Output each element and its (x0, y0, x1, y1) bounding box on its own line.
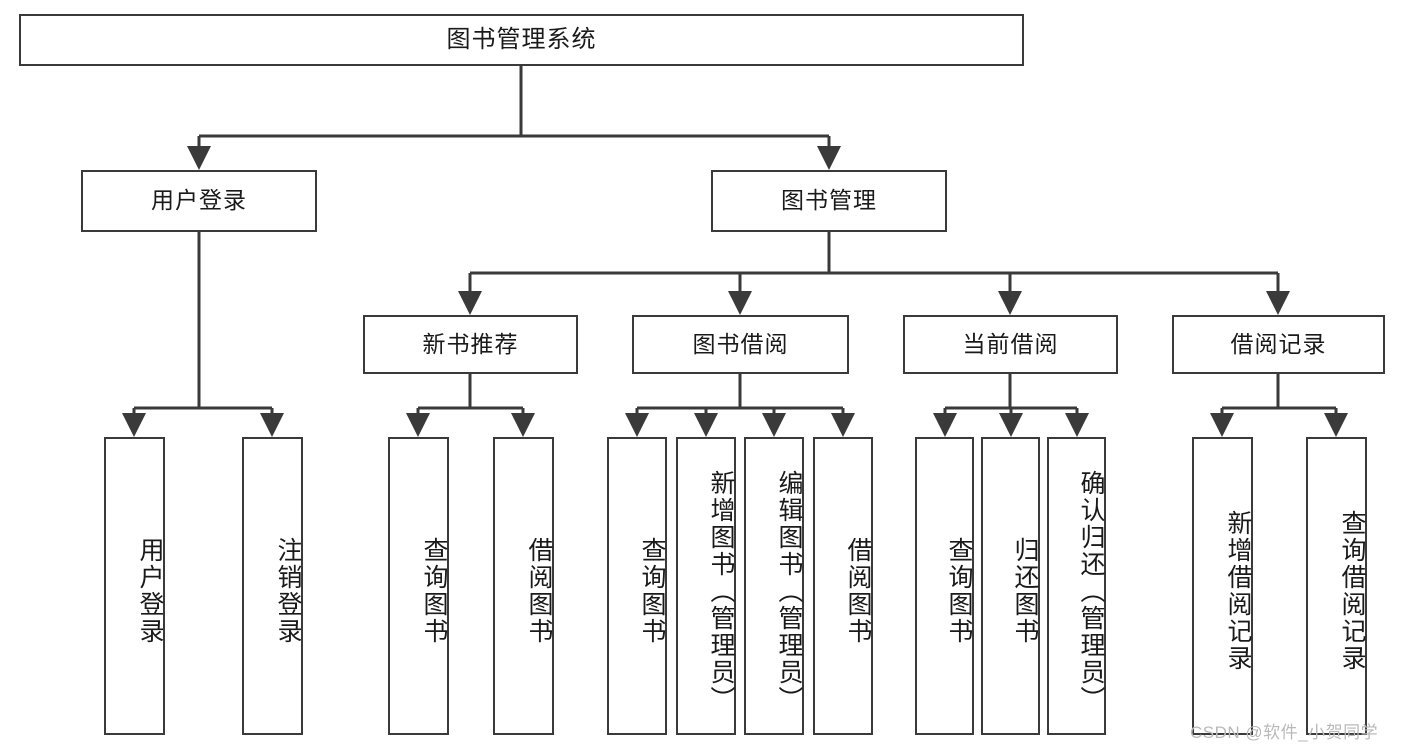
node-label: 新增借阅记录 (1224, 510, 1252, 672)
leaf-current-borrow-return-book[interactable]: 归还图书 (981, 437, 1040, 735)
node-label: 确认归还（管理员） (1077, 469, 1105, 713)
leaf-new-book-query-book[interactable]: 查询图书 (388, 437, 449, 735)
node-label: 图书借阅 (692, 330, 789, 357)
node-user-login[interactable]: 用户登录 (81, 170, 317, 232)
node-label: 借阅记录 (1230, 330, 1327, 357)
node-label: 用户登录 (136, 537, 164, 645)
leaf-book-borrow-borrow-book[interactable]: 借阅图书 (813, 437, 873, 735)
leaf-book-borrow-edit-book-admin[interactable]: 编辑图书（管理员） (744, 437, 804, 735)
node-new-book-recommend[interactable]: 新书推荐 (363, 315, 578, 374)
node-label: 查询图书 (420, 537, 448, 645)
node-label: 查询借阅记录 (1338, 510, 1366, 672)
node-label: 新书推荐 (422, 330, 519, 357)
node-root-book-management-system[interactable]: 图书管理系统 (19, 14, 1024, 66)
node-label: 编辑图书（管理员） (775, 469, 803, 713)
node-label: 借阅图书 (844, 537, 872, 645)
node-label: 查询图书 (945, 537, 973, 645)
leaf-new-book-borrow-book[interactable]: 借阅图书 (493, 437, 554, 735)
leaf-book-borrow-query-book[interactable]: 查询图书 (607, 437, 667, 735)
leaf-borrow-record-query-record[interactable]: 查询借阅记录 (1306, 437, 1367, 735)
watermark-csdn: CSDN @软件_小贺同学 (1190, 723, 1379, 742)
leaf-current-borrow-query-book[interactable]: 查询图书 (915, 437, 974, 735)
node-book-management[interactable]: 图书管理 (711, 170, 947, 232)
node-label: 用户登录 (151, 187, 247, 214)
node-label: 注销登录 (274, 537, 302, 645)
node-label: 归还图书 (1011, 537, 1039, 645)
node-borrow-record[interactable]: 借阅记录 (1172, 315, 1385, 374)
leaf-borrow-record-add-record[interactable]: 新增借阅记录 (1192, 437, 1253, 735)
node-label: 图书管理系统 (446, 25, 597, 53)
leaf-book-borrow-add-book-admin[interactable]: 新增图书（管理员） (676, 437, 736, 735)
node-book-borrow[interactable]: 图书借阅 (632, 315, 849, 374)
node-label: 查询图书 (638, 537, 666, 645)
node-label: 图书管理 (781, 187, 877, 214)
leaf-user-login-logout[interactable]: 注销登录 (242, 437, 303, 735)
node-label: 当前借阅 (962, 330, 1059, 357)
leaf-current-borrow-confirm-return-admin[interactable]: 确认归还（管理员） (1047, 437, 1106, 735)
leaf-user-login-login[interactable]: 用户登录 (104, 437, 165, 735)
node-current-borrow[interactable]: 当前借阅 (903, 315, 1118, 374)
node-label: 借阅图书 (525, 537, 553, 645)
node-label: 新增图书（管理员） (707, 469, 735, 713)
